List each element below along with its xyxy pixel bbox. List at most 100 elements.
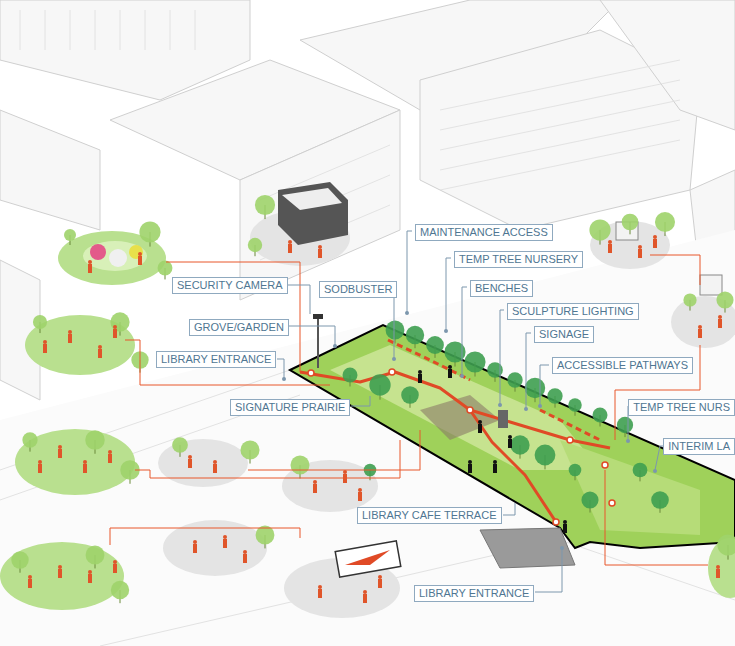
person (318, 245, 322, 258)
library-building (480, 528, 575, 568)
tree (581, 491, 598, 512)
callout-label: BENCHES (470, 280, 533, 297)
tree (464, 351, 485, 376)
vignette-props (90, 182, 722, 577)
person (88, 570, 92, 583)
tree (406, 326, 424, 348)
tree (426, 336, 444, 358)
label-text: TEMP TREE NURS (633, 401, 730, 414)
tree (569, 464, 582, 481)
person (288, 240, 292, 253)
ground (0, 230, 735, 646)
tree (172, 437, 188, 457)
person (358, 488, 362, 501)
person (378, 575, 382, 588)
leader-dots (282, 311, 657, 550)
callout-label: INTERIM LA (663, 438, 735, 455)
tree (256, 526, 275, 549)
camera (313, 314, 323, 319)
person (58, 445, 62, 458)
label-text: TEMP TREE NURSERY (459, 253, 578, 266)
person (88, 260, 92, 273)
callout-label: SIGNAGE (534, 326, 594, 343)
person (58, 565, 62, 578)
tree (240, 440, 259, 463)
label-text: BENCHES (475, 282, 528, 295)
callout-label: MAINTENANCE ACCESS (415, 224, 553, 241)
tree (22, 432, 37, 451)
person (193, 540, 197, 553)
tree (716, 291, 733, 312)
label-text: SECURITY CAMERA (177, 279, 283, 292)
tree (386, 321, 405, 344)
person (113, 325, 117, 338)
person (38, 460, 42, 473)
label-text: LIBRARY ENTRANCE (419, 587, 529, 600)
person (83, 460, 87, 473)
person (318, 585, 322, 598)
callout-label: TEMP TREE NURSERY (454, 251, 583, 268)
sign (498, 410, 508, 428)
person (653, 235, 657, 248)
tree (64, 229, 76, 245)
person (563, 520, 567, 533)
tree (401, 386, 419, 408)
callout-label: GROVE/GARDEN (189, 319, 289, 336)
tree (717, 534, 735, 559)
person (98, 345, 102, 358)
person (138, 252, 142, 265)
person (608, 240, 612, 253)
person (478, 420, 482, 433)
tree (291, 456, 310, 479)
tree (487, 362, 503, 382)
callout-label: SODBUSTER (319, 281, 397, 298)
label-text: SCULPTURE LIGHTING (512, 305, 634, 318)
tree (525, 378, 545, 402)
tree (248, 238, 262, 256)
person (223, 535, 227, 548)
callout-label: LIBRARY ENTRANCE (156, 351, 276, 368)
callout-label: TEMP TREE NURS (628, 399, 735, 416)
tree (622, 214, 639, 235)
label-text: LIBRARY ENTRANCE (161, 353, 271, 366)
person (28, 575, 32, 588)
callout-label: SCULPTURE LIGHTING (507, 303, 639, 320)
label-text: MAINTENANCE ACCESS (420, 226, 548, 239)
tree (11, 551, 28, 572)
callout-label: SIGNATURE PRAIRIE (230, 399, 350, 416)
person (718, 315, 722, 328)
tree (369, 374, 390, 399)
person (113, 560, 117, 573)
person (243, 550, 247, 563)
tree (158, 261, 173, 280)
person (468, 460, 472, 473)
tree (651, 491, 669, 513)
person (418, 370, 422, 383)
tree (568, 398, 582, 416)
vignette-leaders (110, 255, 708, 565)
tree (33, 315, 47, 333)
tree (86, 546, 105, 569)
callout-label: ACCESSIBLE PATHWAYS (552, 357, 693, 374)
vignettes (0, 210, 735, 618)
person (363, 590, 367, 603)
label-text: SODBUSTER (324, 283, 392, 296)
tree (343, 368, 358, 387)
person (343, 470, 347, 483)
tree (139, 221, 160, 246)
tree (120, 460, 140, 484)
person (698, 325, 702, 338)
person (448, 365, 452, 378)
label-text: LIBRARY CAFE TERRACE (362, 509, 497, 522)
tree (547, 388, 562, 407)
person (68, 330, 72, 343)
tree (683, 293, 696, 310)
person (188, 455, 192, 468)
person (716, 565, 720, 578)
tree (510, 435, 529, 458)
label-text: INTERIM LA (668, 440, 730, 453)
person (213, 460, 217, 473)
person (108, 450, 112, 463)
tree (633, 463, 648, 482)
